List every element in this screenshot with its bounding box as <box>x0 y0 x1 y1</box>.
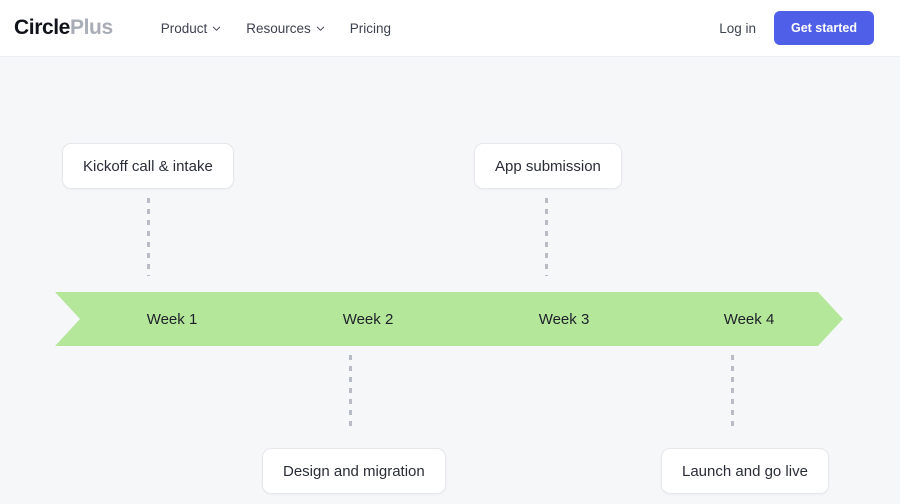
connector-launch-and-go-live <box>731 355 734 431</box>
nav-item-resources-label: Resources <box>246 20 311 36</box>
timeline-diagram: Kickoff call & intake App submission Des… <box>0 57 900 504</box>
brand-logo[interactable]: Circle Plus <box>14 16 113 40</box>
connector-app-submission <box>545 198 548 276</box>
milestone-card-kickoff-call-intake[interactable]: Kickoff call & intake <box>62 143 234 189</box>
timeline-stage-week-1[interactable]: Week 1 <box>55 292 277 346</box>
logo-text-secondary: Plus <box>69 16 113 39</box>
nav-item-pricing[interactable]: Pricing <box>350 21 391 36</box>
timeline-stage-week-4-label: Week 4 <box>723 310 775 328</box>
chevron-down-icon <box>212 24 221 33</box>
milestone-card-app-submission[interactable]: App submission <box>474 143 622 189</box>
get-started-button[interactable]: Get started <box>774 11 874 45</box>
timeline-stage-week-2[interactable]: Week 2 <box>251 292 473 346</box>
timeline-stage-week-4[interactable]: Week 4 <box>643 292 843 346</box>
timeline-stage-week-1-label: Week 1 <box>146 310 198 328</box>
timeline-stage-band: Week 1 Week 2 Week 3 Week 4 <box>55 292 843 346</box>
chevron-down-icon <box>316 24 325 33</box>
connector-kickoff-call-intake <box>147 198 150 276</box>
nav-item-pricing-label: Pricing <box>349 20 392 36</box>
site-header: Circle Plus Product Resources Pricing Lo <box>0 0 900 57</box>
milestone-card-design-and-migration[interactable]: Design and migration <box>262 448 446 494</box>
nav-item-product-label: Product <box>160 20 208 36</box>
nav-item-product[interactable]: Product <box>161 21 222 36</box>
header-actions: Log in Get started <box>719 11 874 45</box>
timeline-stage-week-2-label: Week 2 <box>342 310 394 328</box>
primary-navigation: Product Resources Pricing <box>161 21 391 36</box>
timeline-stage-week-3-label: Week 3 <box>538 310 590 328</box>
connector-design-and-migration <box>349 355 352 431</box>
login-link[interactable]: Log in <box>719 20 756 36</box>
logo-text-primary: Circle <box>14 16 70 39</box>
timeline-stage-week-3[interactable]: Week 3 <box>447 292 669 346</box>
milestone-card-launch-and-go-live[interactable]: Launch and go live <box>661 448 829 494</box>
nav-item-resources[interactable]: Resources <box>246 21 325 36</box>
